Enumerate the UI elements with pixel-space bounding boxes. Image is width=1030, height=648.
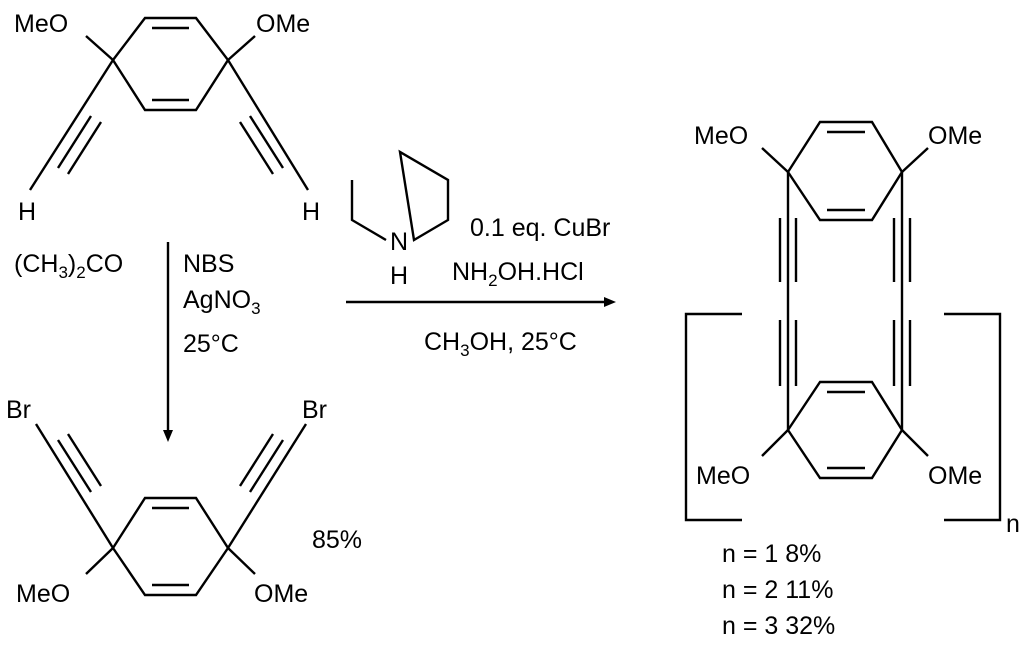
- methoxy-label-bottom-right: OMe: [928, 462, 982, 490]
- dibromo-diethynyl-diene: Br Br MeO OMe 85%: [6, 396, 362, 608]
- step2-additive: NH2OH.HCl: [452, 258, 584, 290]
- step1-solvent: (CH3)2CO: [14, 250, 123, 282]
- repeat-bracket-right: [944, 312, 1002, 522]
- methoxy-label-right: OMe: [254, 580, 308, 608]
- methoxy-label-top-right: OMe: [928, 122, 982, 150]
- top-methoxy-bond-right: [901, 147, 929, 173]
- methoxy-label-left: MeO: [16, 580, 70, 608]
- methoxy-label-left: MeO: [14, 10, 68, 38]
- ring-bonds: [111, 16, 230, 112]
- repeat-bracket-left: [684, 312, 742, 522]
- bottom-methoxy-bond-left: [761, 429, 789, 457]
- step2-catalyst: 0.1 eq. CuBr: [470, 214, 610, 242]
- repeat-count-label: n: [1006, 510, 1020, 538]
- piperidine-nh-hydrogen: H: [390, 262, 408, 290]
- alkyne-left-3: [66, 433, 103, 487]
- methoxy-label-right: OMe: [256, 10, 310, 38]
- methoxy-bond-left: [85, 547, 114, 575]
- terminal-h-left: H: [18, 198, 36, 226]
- alkyne-left-3: [66, 121, 103, 175]
- methoxy-label-top-left: MeO: [694, 122, 748, 150]
- bromo-label-right: Br: [302, 396, 327, 424]
- terminal-h-right: H: [302, 198, 320, 226]
- yield-n2: n = 2 11%: [722, 576, 833, 604]
- horizontal-arrow-head: [604, 297, 616, 307]
- methoxy-bond-right: [227, 35, 256, 61]
- step2-conditions: N H 0.1 eq. CuBr NH2OH.HCl CH3OH, 25°C: [346, 149, 616, 360]
- top-ring-bonds: [786, 120, 904, 222]
- bottom-ring-bonds: [786, 380, 904, 480]
- alkyne-left-1: [28, 59, 115, 191]
- methoxy-label-bottom-left: MeO: [696, 462, 750, 490]
- piperidine-nitrogen: N: [390, 228, 408, 256]
- step1-yield: 85%: [312, 526, 362, 554]
- alkyne-right-3: [238, 433, 275, 487]
- cyclic-oligomer-product: n MeO OMe MeO OMe n = 1 8% n = 2 11% n =…: [684, 120, 1020, 640]
- top-methoxy-bond-left: [761, 147, 789, 173]
- alkyne-left-2: [56, 439, 93, 493]
- yield-n1: n = 1 8%: [722, 540, 821, 568]
- bromo-label-left: Br: [6, 396, 31, 424]
- step1-reagent-agno3: AgNO3: [183, 286, 261, 318]
- piperidine-ring: [350, 149, 450, 242]
- step1-conditions: (CH3)2CO NBS AgNO3 25°C: [14, 242, 261, 442]
- step1-temperature: 25°C: [183, 330, 239, 358]
- alkyne-right-2: [248, 439, 285, 493]
- step2-solvent-temperature: CH3OH, 25°C: [424, 328, 577, 360]
- alkyne-left-1: [34, 423, 115, 549]
- vertical-arrow-head: [163, 430, 173, 442]
- alkyne-right-3: [238, 121, 275, 175]
- yield-n3: n = 3 32%: [722, 612, 835, 640]
- piperidine-structure: N H: [350, 149, 450, 290]
- alkyne-right-2: [248, 115, 285, 169]
- alkyne-left-2: [56, 115, 93, 169]
- ring-bonds: [111, 496, 230, 597]
- bottom-methoxy-bond-right: [901, 429, 929, 457]
- step1-reagent-nbs: NBS: [183, 250, 234, 278]
- methoxy-bond-left: [85, 35, 114, 61]
- starting-diethynyl-diene: MeO OMe H H: [14, 10, 320, 226]
- alkyne-right-1: [226, 59, 310, 191]
- methoxy-bond-right: [227, 547, 256, 575]
- alkyne-right-1: [226, 423, 308, 549]
